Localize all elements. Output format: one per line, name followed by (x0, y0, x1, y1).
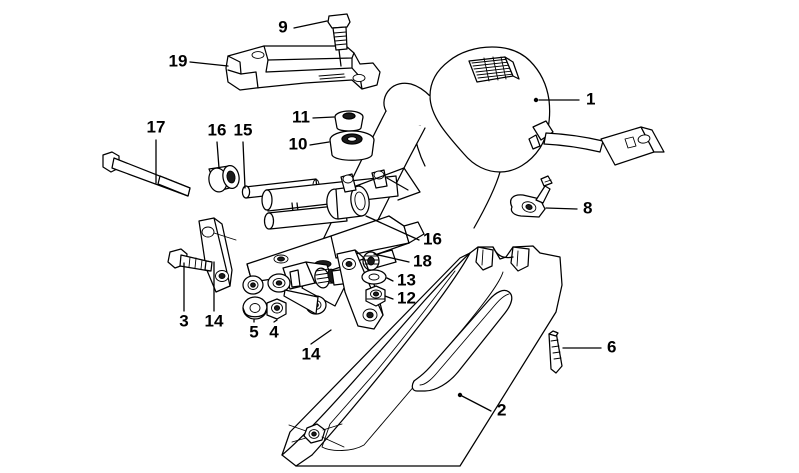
part-label-15: 15 (234, 120, 253, 139)
part-5-washer (242, 296, 268, 320)
part-10-large-grommet (329, 130, 375, 161)
part-8-stud-with-flange (510, 175, 553, 218)
part-3-hex-bolt (167, 248, 213, 272)
leader-lines (155, 20, 602, 412)
part-9-hex-bolt (327, 13, 351, 67)
part-label-5: 5 (249, 322, 258, 341)
part-label-17: 17 (147, 117, 166, 136)
part-label-8: 8 (583, 198, 592, 217)
part-label-9: 9 (278, 17, 287, 36)
part-label-1: 1 (586, 89, 595, 108)
part-16-bushing-left (208, 164, 240, 193)
part-label-11: 11 (292, 107, 310, 126)
part-label-4: 4 (269, 322, 279, 341)
part-label-6: 6 (607, 337, 616, 356)
part-11-small-grommet (334, 110, 364, 132)
part-number-labels: 1 2 3 4 5 6 8 9 10 11 12 13 14 14 15 16 … (147, 17, 617, 419)
part-label-3: 3 (179, 311, 188, 330)
part-label-14: 14 (205, 311, 224, 330)
part-label-12: 12 (397, 288, 416, 307)
part-4-hex-nut (266, 298, 287, 320)
part-label-16: 16 (208, 120, 227, 139)
part-13-washer (361, 269, 387, 285)
part-2-lower-column-cover (281, 245, 563, 467)
part-1-turn-signal-stalk (543, 126, 665, 166)
part-label-18: 18 (413, 251, 432, 270)
part-17-long-bolt (102, 151, 191, 197)
part-label-2: 2 (497, 400, 506, 419)
part-label-19: 19 (169, 51, 188, 70)
part-16-bushing-right (326, 185, 370, 220)
part-label-16b: 16 (423, 229, 442, 248)
part-label-10: 10 (289, 134, 308, 153)
part-6-screw (548, 330, 563, 374)
part-label-14b: 14 (302, 344, 321, 363)
part-14-lever-right (336, 249, 384, 330)
part-label-13: 13 (397, 270, 416, 289)
part-19-mounting-bracket (225, 45, 381, 91)
part-12-lock-nut (365, 285, 386, 307)
part-14-lever-left (198, 217, 237, 293)
